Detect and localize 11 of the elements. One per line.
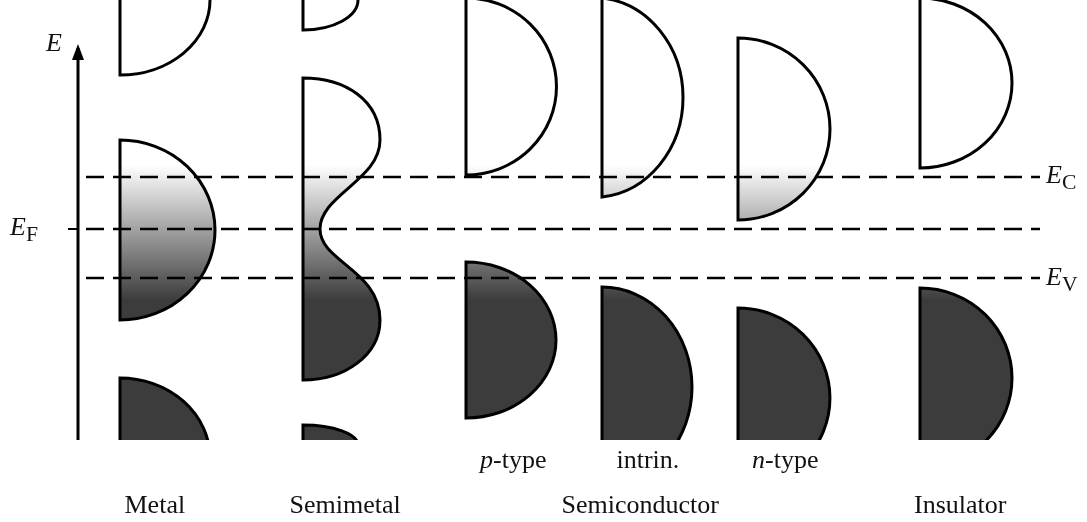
column-label: intrin. [616,445,680,475]
column-label: Semiconductor [561,490,719,520]
column-label: Semimetal [289,490,401,520]
column-label: p-type [480,445,547,475]
axis-label: E [46,28,62,58]
energy-level-label: E$_{V}$ [1046,262,1078,299]
column-label: Metal [124,490,186,520]
column-label: Insulator [914,490,1007,520]
energy-level-label: E$_{C}$ [1046,160,1077,197]
energy-level-label: E$_{F}$ [10,212,38,249]
column-label: n-type [752,445,819,475]
